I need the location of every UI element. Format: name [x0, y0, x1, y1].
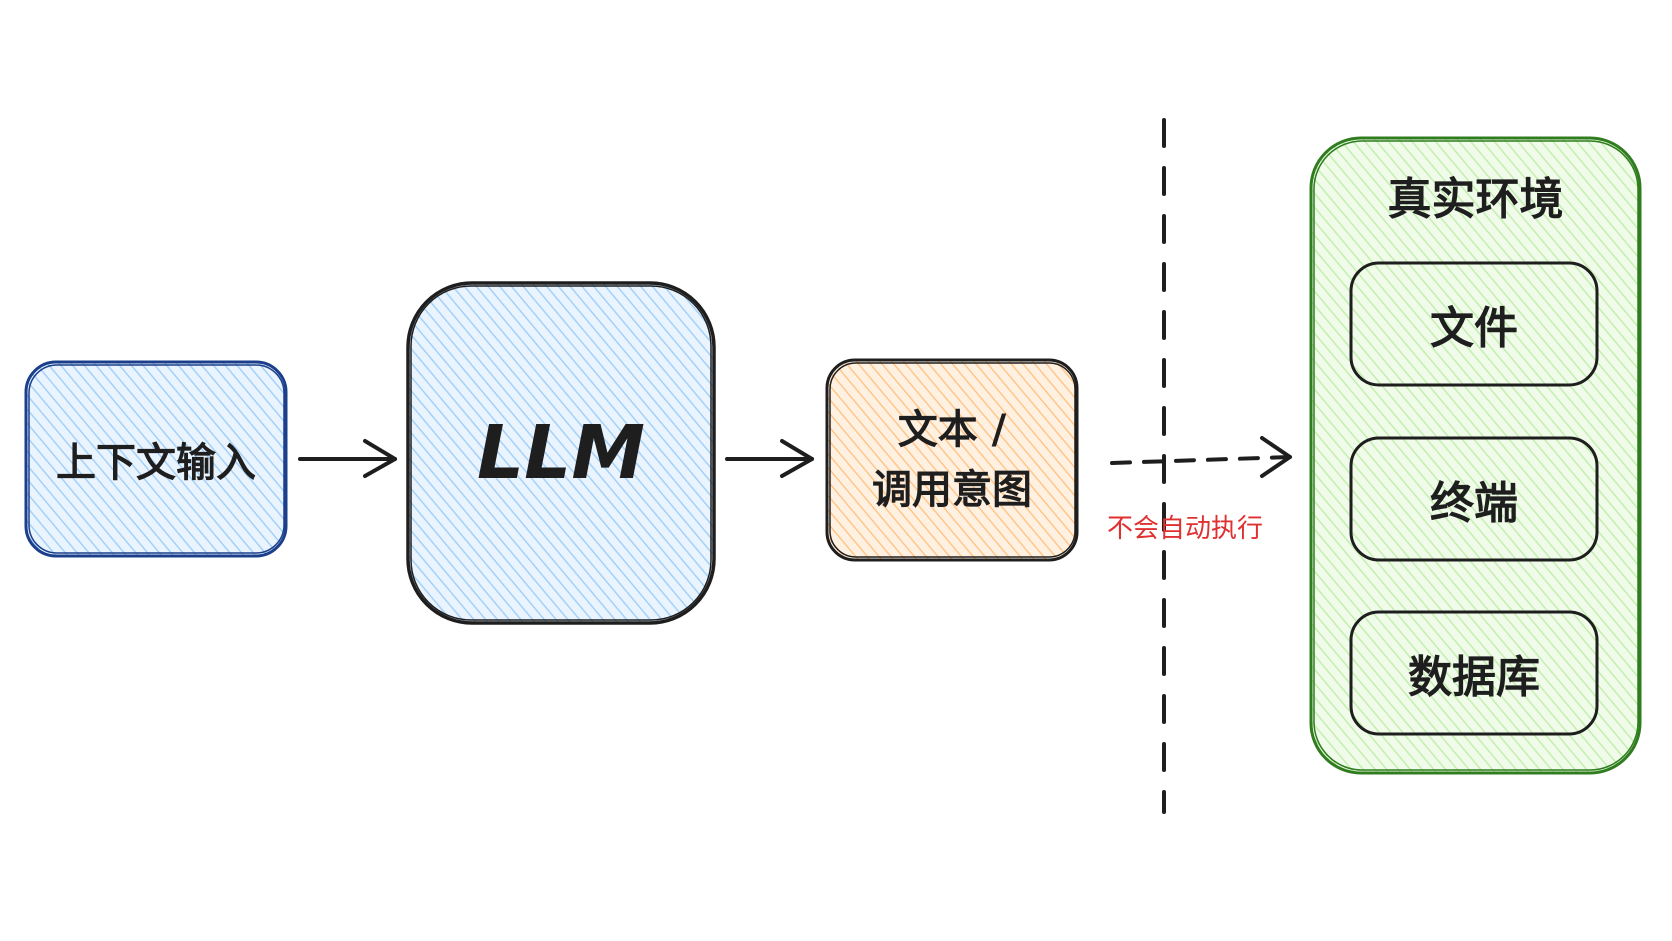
- node-llm: LLM: [408, 283, 714, 623]
- node-real-env-title: 真实环境: [1311, 160, 1640, 230]
- node-text-intent: 文本 / 调用意图: [827, 360, 1077, 560]
- env-item-database-label: 数据库: [1408, 652, 1540, 703]
- edge-label-not-auto-exec: 不会自动执行: [1107, 514, 1264, 544]
- arrow-context-to-llm: [298, 439, 397, 478]
- node-text-intent-label: 文本 / 调用意图: [872, 407, 1032, 513]
- arrow-intent-to-env-dashed: [1110, 436, 1292, 478]
- node-context-input: 上下文输入: [26, 362, 286, 556]
- env-item-file: 文件: [1351, 263, 1597, 385]
- env-item-terminal: 终端: [1351, 438, 1597, 560]
- env-item-file-label: 文件: [1430, 303, 1518, 354]
- env-item-terminal-label: 终端: [1430, 478, 1518, 529]
- arrow-llm-to-intent: [725, 439, 814, 478]
- node-context-input-label: 上下文输入: [56, 440, 256, 486]
- real-env-title: 真实环境: [1387, 174, 1564, 225]
- node-llm-label: LLM: [477, 410, 645, 496]
- env-item-database: 数据库: [1351, 612, 1597, 734]
